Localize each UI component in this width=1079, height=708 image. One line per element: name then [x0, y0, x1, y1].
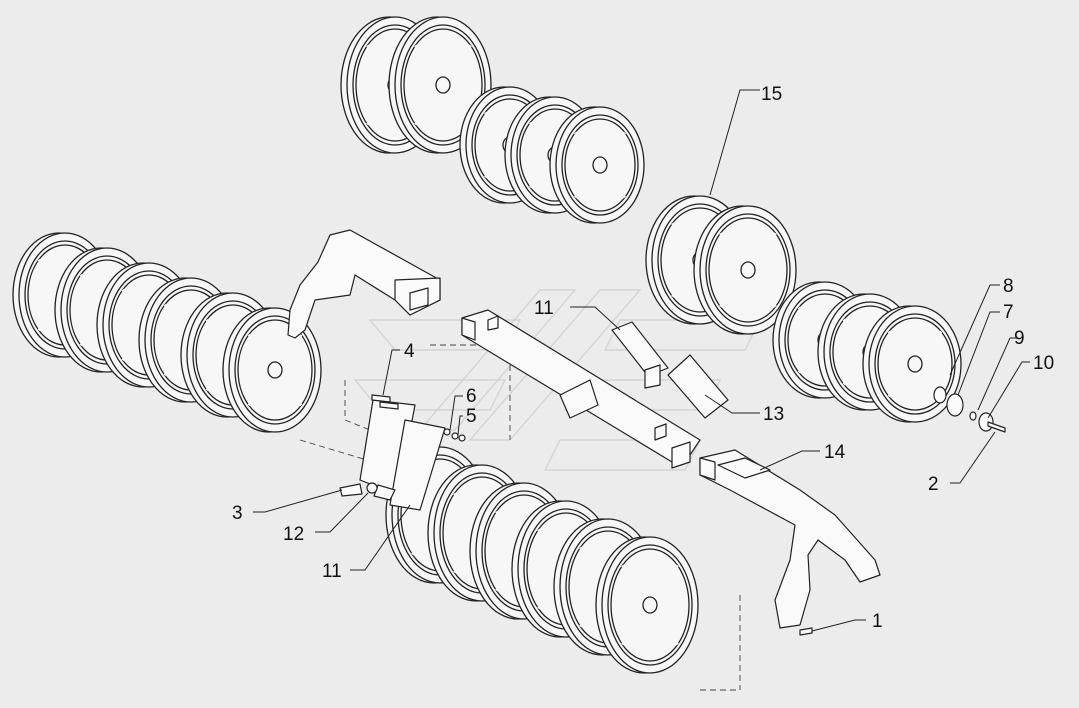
- wheel: [549, 106, 645, 224]
- right-support-arm: [699, 449, 881, 629]
- wheel-set: [12, 232, 322, 433]
- callout-2: 2: [928, 474, 939, 495]
- callout-6: 6: [466, 386, 477, 407]
- wheel: [862, 305, 962, 423]
- callout-4: 4: [404, 341, 415, 362]
- mounting-brackets: [611, 321, 729, 419]
- callout-labels: 15 8 7 9 10 2 11 13 14 4 6 5 3 12 11 1: [232, 84, 1054, 632]
- callout-14: 14: [824, 442, 846, 463]
- callout-9: 9: [1014, 328, 1025, 349]
- wheel-set: [645, 195, 797, 335]
- callout-1: 1: [872, 611, 883, 632]
- scraper-plates: [359, 399, 446, 511]
- callout-13: 13: [763, 404, 784, 425]
- callout-10: 10: [1033, 353, 1054, 374]
- wheel: [222, 307, 322, 433]
- fasteners: [339, 386, 1006, 636]
- callout-3: 3: [232, 503, 243, 524]
- wheel-set: [459, 86, 645, 224]
- main-frame-beam: [461, 309, 701, 469]
- wheel-set: [772, 281, 962, 423]
- callout-5: 5: [466, 406, 477, 427]
- callout-7: 7: [1003, 302, 1014, 323]
- left-support-arm: [287, 229, 441, 339]
- callout-11-upper: 11: [534, 298, 554, 319]
- wheel: [595, 536, 699, 674]
- callout-15: 15: [761, 84, 782, 105]
- callout-12: 12: [283, 524, 304, 545]
- wheel: [693, 205, 797, 335]
- callout-8: 8: [1003, 276, 1014, 297]
- wheel-set: [385, 446, 699, 674]
- callout-11-lower: 11: [322, 561, 342, 582]
- wheel-set: [340, 16, 492, 154]
- leader-lines: [253, 89, 1030, 632]
